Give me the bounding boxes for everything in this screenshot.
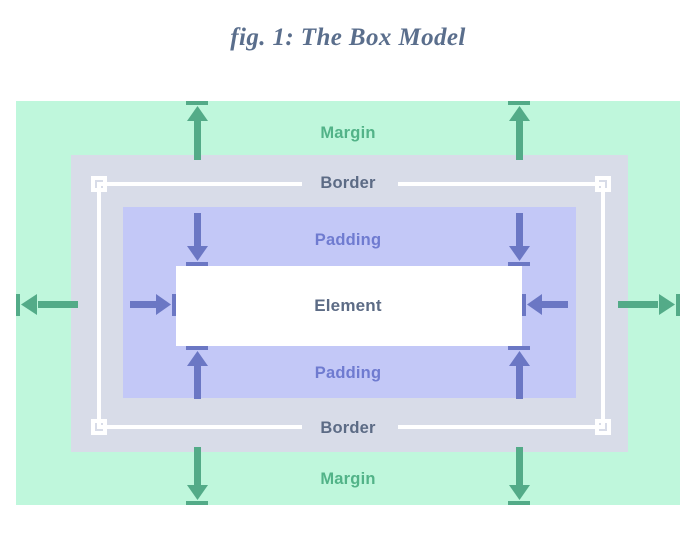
label-margin-top: Margin <box>320 124 376 142</box>
corner-handle-bottom-right[interactable] <box>595 419 611 435</box>
label-margin-bottom: Margin <box>320 470 376 488</box>
corner-handle-bottom-left[interactable] <box>91 419 107 435</box>
label-padding-bottom: Padding <box>314 364 382 382</box>
corner-handle-top-right[interactable] <box>595 176 611 192</box>
border-guide-line-bottom-left <box>97 425 302 429</box>
border-guide-line-top-left <box>97 182 302 186</box>
corner-handle-top-left[interactable] <box>91 176 107 192</box>
border-guide-line-right <box>601 182 605 429</box>
border-guide-line-top-right <box>398 182 605 186</box>
border-guide-line-left <box>97 182 101 429</box>
label-border-bottom: Border <box>320 419 376 437</box>
label-element: Element <box>314 296 382 315</box>
page-title: fig. 1: The Box Model <box>230 24 466 51</box>
label-border-top: Border <box>320 174 376 192</box>
label-padding-top: Padding <box>314 231 382 249</box>
border-guide-line-bottom-right <box>398 425 605 429</box>
element-region <box>176 266 522 346</box>
